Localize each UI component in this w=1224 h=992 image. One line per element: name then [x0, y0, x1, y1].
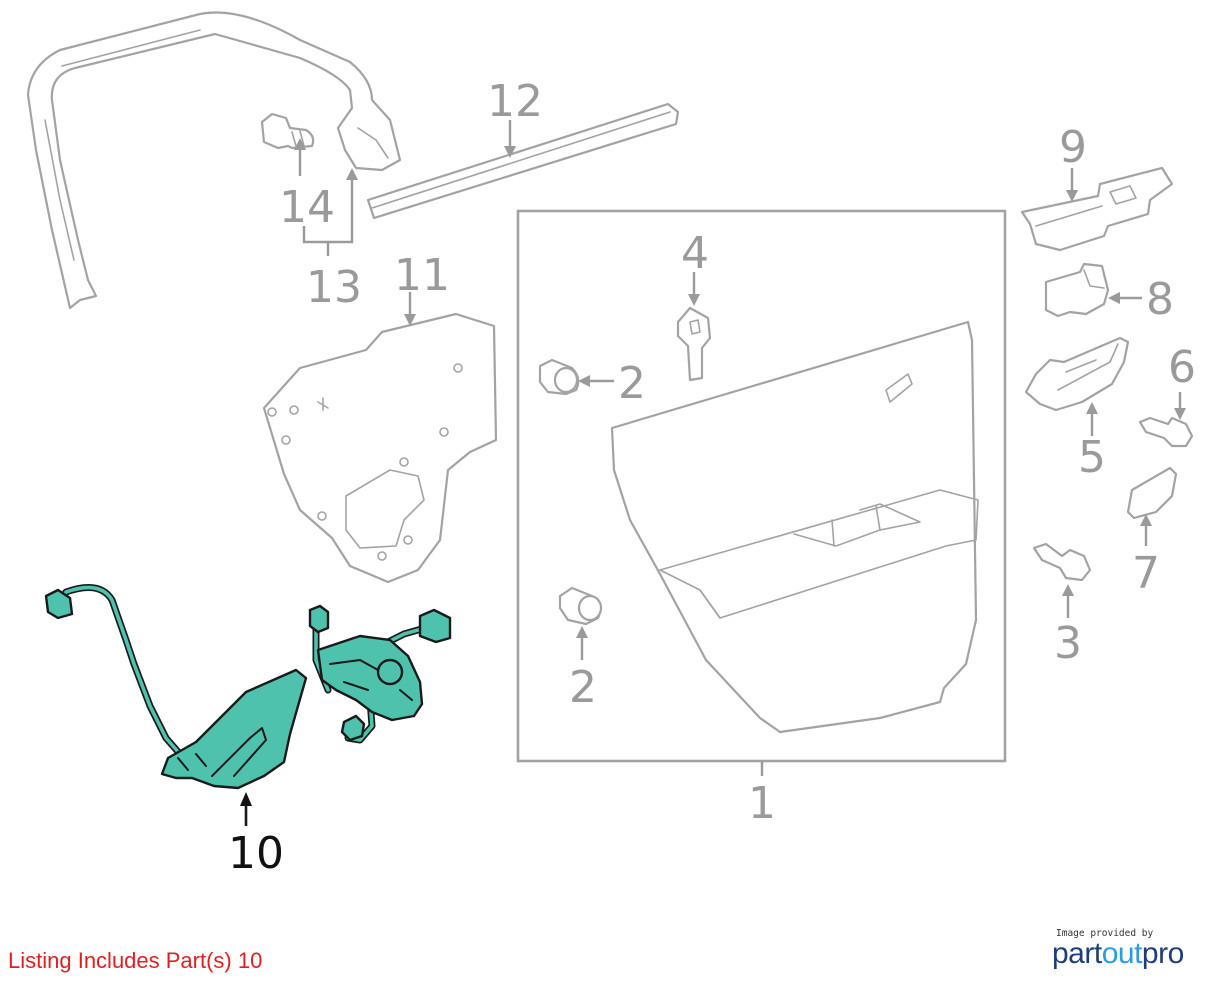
callout-12: 12 [487, 76, 543, 158]
brand-name-part2: out [1101, 937, 1143, 970]
callout-11-label: 11 [394, 250, 450, 301]
brand-tagline: Image provided by [1056, 928, 1154, 939]
part-4-clip [676, 306, 712, 382]
brand-name: partoutpro [1052, 937, 1184, 971]
part-1-door-trim-panel [610, 320, 979, 734]
callout-2-upper-label: 2 [618, 358, 646, 409]
part-10-window-regulator [44, 584, 452, 790]
callout-14-label: 14 [279, 182, 335, 233]
callout-12-label: 12 [487, 76, 543, 127]
part-2-clip-lower [558, 586, 603, 626]
callout-3-label: 3 [1054, 618, 1082, 669]
callout-14: 14 [279, 138, 335, 233]
callout-4: 4 [681, 228, 709, 306]
callout-3: 3 [1054, 584, 1082, 669]
part-1-group-box [516, 209, 1007, 763]
callout-4-label: 4 [681, 228, 709, 279]
callout-9-label: 9 [1059, 122, 1087, 173]
part-14-bolt [260, 112, 315, 150]
callout-1-label: 1 [748, 778, 776, 829]
callout-8: 8 [1108, 274, 1174, 325]
callout-7-label: 7 [1132, 548, 1160, 599]
callout-6: 6 [1168, 342, 1196, 420]
part-13-frame-molding [26, 11, 402, 310]
callout-13: 13 [302, 168, 362, 313]
callout-1: 1 [748, 762, 776, 829]
listing-caption: Listing Includes Part(s) 10 [8, 948, 263, 973]
part-11-deflector [262, 312, 498, 584]
callout-5: 5 [1078, 402, 1106, 483]
callout-5-label: 5 [1078, 432, 1106, 483]
callout-10-label: 10 [228, 828, 284, 879]
part-9-switch-bezel [1020, 166, 1174, 252]
callout-2-lower: 2 [569, 626, 597, 713]
callout-10: 10 [228, 792, 284, 879]
part-2-clip-upper [538, 358, 580, 396]
brand-name-part1: part [1052, 937, 1102, 970]
callout-13-label: 13 [306, 262, 362, 313]
part-8-switch [1044, 262, 1110, 318]
part-7-cover [1126, 466, 1178, 520]
callout-11: 11 [394, 250, 450, 326]
callout-6-label: 6 [1168, 342, 1196, 393]
brand-name-part3: pro [1141, 937, 1184, 970]
callout-2-upper: 2 [578, 358, 646, 409]
part-6-bolt [1138, 416, 1194, 448]
callout-7: 7 [1132, 514, 1160, 599]
part-3-bolt [1032, 542, 1092, 582]
callout-8-label: 8 [1146, 274, 1174, 325]
part-12-belt-molding [366, 102, 680, 220]
partoutpro-logo: Image provided by partoutpro [1052, 928, 1212, 974]
part-5-handle [1024, 336, 1130, 412]
callout-9: 9 [1059, 122, 1087, 202]
callout-2-lower-label: 2 [569, 662, 597, 713]
